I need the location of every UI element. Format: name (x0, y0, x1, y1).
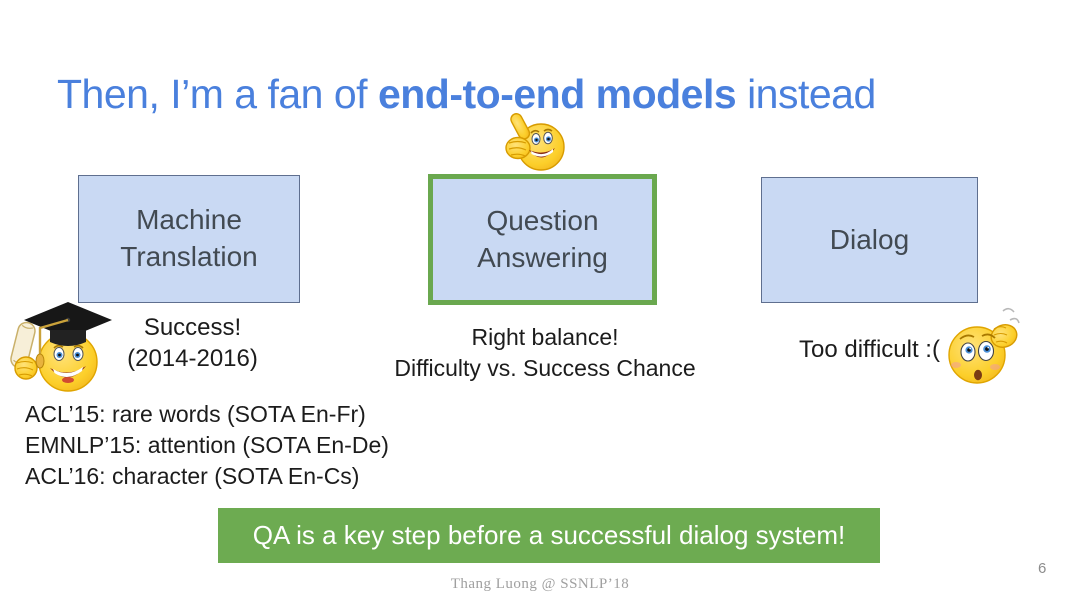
slide-title-prefix: Then, I’m a fan of (57, 71, 378, 118)
takeaway-banner-text: QA is a key step before a successful dia… (252, 520, 846, 550)
box-question-answering: Question Answering (428, 174, 657, 305)
confused-scratching-head-emoji (948, 307, 1020, 384)
caption-dialog: Too difficult :( (799, 336, 940, 363)
box-machine-translation: Machine Translation (78, 175, 300, 303)
box-dialog-label: Dialog (829, 223, 910, 255)
takeaway-banner: QA is a key step before a successful dia… (218, 508, 880, 563)
footer-credit: Thang Luong @ SSNLP’18 (450, 576, 630, 592)
publication-item: EMNLP’15: attention (SOTA En-De) (25, 432, 389, 458)
page-number: 6 (1038, 560, 1047, 577)
box-machine-translation-label: Machine Translation (120, 204, 258, 272)
caption-qa-line2: Difficulty vs. Success Chance (394, 355, 696, 381)
box-dialog: Dialog (761, 177, 978, 303)
publication-item: ACL’15: rare words (SOTA En-Fr) (25, 401, 366, 427)
publications-list: ACL’15: rare words (SOTA En-Fr) EMNLP’15… (25, 399, 389, 492)
caption-question-answering: Right balance! Difficulty vs. Success Ch… (373, 322, 717, 384)
caption-machine-translation: Success! (2014-2016) (100, 312, 285, 374)
slide-title: Then, I’m a fan of end-to-end models ins… (57, 71, 1037, 118)
publication-item: ACL’16: character (SOTA En-Cs) (25, 463, 360, 489)
caption-mt-line2: (2014-2016) (127, 345, 258, 372)
box-question-answering-label: Question Answering (477, 204, 608, 273)
slide-title-suffix: instead (736, 71, 876, 118)
caption-mt-line1: Success! (143, 314, 242, 341)
thumbs-up-emoji (505, 113, 565, 171)
caption-qa-line1: Right balance! (471, 324, 619, 350)
graduate-emoji (10, 302, 112, 392)
slide-title-emphasis: end-to-end models (377, 71, 737, 118)
